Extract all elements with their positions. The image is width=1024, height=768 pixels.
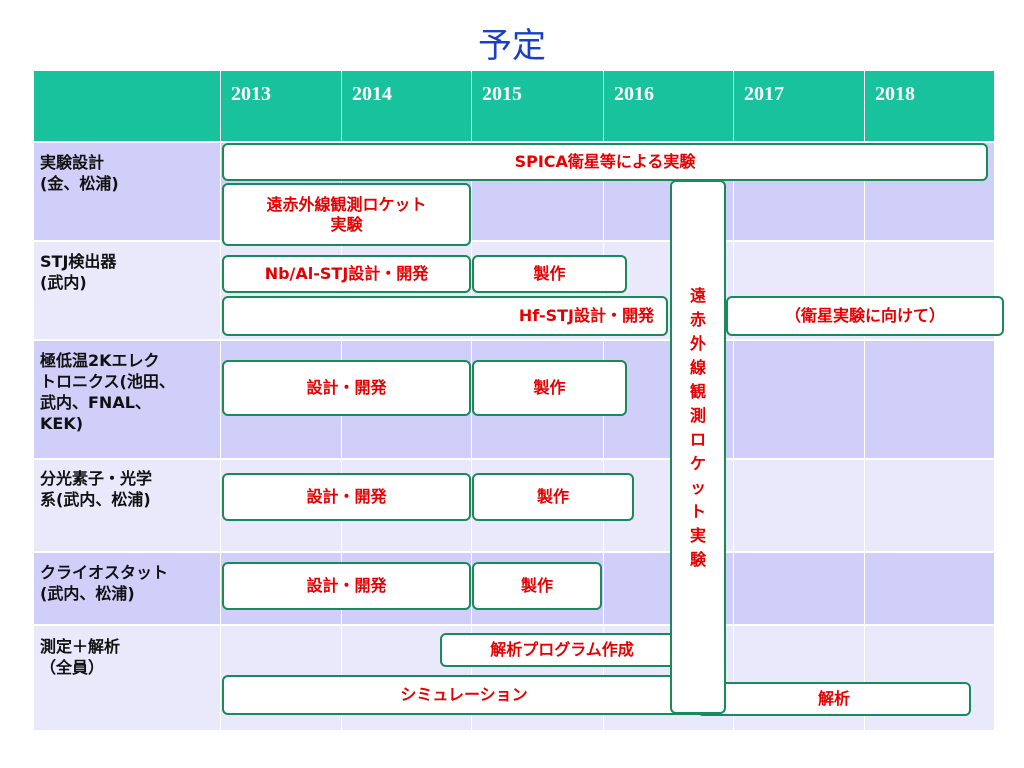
rocket-vertical-char: 験 (689, 550, 706, 569)
year-header-2017: 2017 (734, 71, 864, 141)
row-label-electronics: 極低温2Kエレクトロニクス(池田、武内、FNAL、KEK) (40, 351, 175, 433)
row-label-optics: 分光素子・光学系(武内、松浦) (40, 469, 153, 509)
rocket-vertical-char: 外 (689, 334, 706, 353)
rocket-vertical-char: ッ (689, 478, 706, 497)
bar-stj-fabrication: 製作 (472, 255, 627, 293)
bar-electronics-design: 設計・開発 (222, 360, 471, 416)
bar-analysis-program: 解析プログラム作成 (440, 633, 684, 667)
year-header-2018: 2018 (865, 71, 994, 141)
grid-line (733, 143, 734, 730)
row-label-measurement: 測定＋解析（全員） (40, 637, 121, 677)
year-header-2015: 2015 (472, 71, 603, 141)
grid-line (341, 143, 342, 730)
grid-line (864, 143, 865, 730)
bar-hf-stj: Hf-STJ設計・開発 (222, 296, 668, 336)
row-label-cryostat: クライオスタット(武内、松浦) (40, 563, 169, 603)
rocket-vertical-char: 測 (689, 406, 706, 425)
bar-optics-fabrication: 製作 (472, 473, 634, 521)
bar-rocket-experiment: 遠赤外線観測ロケット実験 (222, 183, 471, 246)
bar-electronics-fabrication: 製作 (472, 360, 627, 416)
rocket-vertical-char: 観 (689, 382, 706, 401)
page-title: 予定 (478, 26, 546, 66)
row-label-stj: STJ検出器(武内) (40, 252, 117, 292)
bar-optics-design: 設計・開発 (222, 473, 471, 521)
year-header-2016: 2016 (604, 71, 733, 141)
grid-line (220, 143, 221, 730)
bar-cryostat-fabrication: 製作 (472, 562, 602, 610)
rocket-vertical-char: 赤 (689, 310, 706, 329)
rocket-vertical-char: 線 (689, 358, 706, 377)
bar-spica: SPICA衛星等による実験 (222, 143, 988, 181)
year-header-2014: 2014 (342, 71, 471, 141)
rocket-vertical-char: ト (689, 502, 706, 521)
bar-cryostat-design: 設計・開発 (222, 562, 471, 610)
row-label-design: 実験設計(金、松浦) (40, 153, 119, 193)
rocket-vertical-char: ロ (689, 430, 706, 449)
rocket-vertical-char: ケ (689, 454, 706, 473)
bar-simulation: シミュレーション (222, 675, 706, 715)
rocket-vertical-char: 遠 (689, 286, 706, 305)
bar-hf-stj-satellite: （衛星実験に向けて） (726, 296, 1004, 336)
bar-nbal-stj: Nb/Al-STJ設計・開発 (222, 255, 471, 293)
bar-analysis: 解析 (697, 682, 971, 716)
grid-line (603, 143, 604, 730)
grid-line (471, 143, 472, 730)
bar-rocket-vertical: 遠赤外線観測ロケット実験 (670, 180, 726, 714)
rocket-vertical-char: 実 (689, 526, 706, 545)
year-header-2013: 2013 (221, 71, 341, 141)
header-corner (34, 71, 220, 141)
